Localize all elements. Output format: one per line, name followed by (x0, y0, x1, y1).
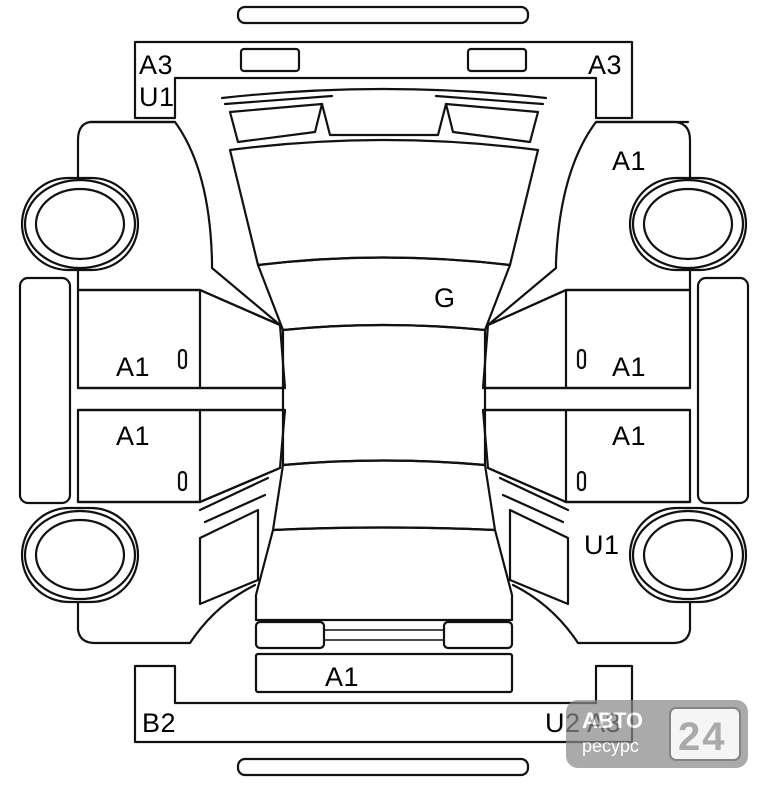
code-rear-panel: A1 (325, 662, 359, 692)
rear-bumper-bar (238, 759, 528, 775)
right-door-seam (483, 388, 690, 410)
code-right-front-door: A1 (612, 352, 646, 382)
left-front-door (78, 290, 285, 388)
code-right-rear-door: A1 (612, 421, 646, 451)
code-left-rear-door: A1 (116, 421, 150, 451)
body-outline (90, 122, 688, 325)
right-front-door (483, 290, 690, 388)
right-side-step (698, 278, 748, 503)
right-sill-lower (488, 468, 690, 502)
left-quarter-glass (200, 510, 258, 604)
code-front-right-fender: A1 (612, 146, 646, 176)
right-rear-door-handle (578, 472, 585, 490)
left-front-door-handle (179, 350, 186, 368)
watermark-brand-top: АВТО (582, 708, 643, 733)
front-windshield-lower (258, 258, 510, 331)
rear-bumper-panel (135, 666, 632, 742)
windshield-top-trim (222, 89, 546, 98)
code-front-bumper-left-2: U1 (139, 82, 175, 112)
right-a-pillar-glass (446, 104, 538, 142)
left-rear-door (78, 410, 285, 502)
right-sill-upper (488, 270, 690, 325)
right-quarter-glass (510, 510, 568, 604)
watermark-logo: АВТО ресурс 24 (566, 700, 748, 768)
watermark-brand-bottom: ресурс (582, 736, 639, 756)
code-front-bumper-left: A3 (139, 50, 173, 80)
rear-lamp-bridge (324, 630, 444, 640)
rear-panel (256, 654, 512, 692)
front-bumper-panel (135, 42, 632, 118)
windshield-top-trim-2 (225, 96, 543, 104)
code-rear-bumper-left: B2 (142, 708, 176, 738)
front-bumper-bar (238, 7, 528, 23)
front-right-wheel (630, 178, 746, 270)
code-left-front-door: A1 (116, 352, 150, 382)
left-rear-door-handle (179, 472, 186, 490)
front-right-fog-lamp (468, 49, 526, 71)
right-rear-quarter-outline (513, 585, 690, 643)
rear-right-wheel (630, 508, 746, 602)
right-front-fender-outline (596, 122, 690, 182)
left-side-step (20, 278, 70, 503)
tailgate (256, 528, 512, 621)
code-front-bumper-right: A3 (588, 50, 622, 80)
left-front-fender-outline (78, 122, 175, 182)
front-windshield (230, 140, 538, 265)
left-c-pillar (200, 478, 268, 522)
windshield-inner (322, 104, 446, 135)
left-sill-upper (78, 270, 280, 325)
rear-glass (273, 461, 495, 531)
left-rear-quarter-outline (78, 585, 255, 643)
front-left-wheel (22, 178, 138, 270)
right-rear-door (483, 410, 690, 502)
front-left-fog-lamp (241, 49, 299, 71)
left-a-pillar-glass (230, 104, 322, 142)
watermark-digits: 24 (678, 715, 727, 759)
left-tail-lamp (256, 622, 324, 648)
left-door-seam (78, 388, 285, 410)
code-roof: G (434, 283, 456, 313)
right-front-door-handle (578, 350, 585, 368)
roof-panel (283, 325, 485, 465)
right-c-pillar (500, 478, 568, 522)
code-right-rear-quarter: U1 (584, 530, 620, 560)
right-tail-lamp (444, 622, 512, 648)
rear-left-wheel (22, 508, 138, 602)
